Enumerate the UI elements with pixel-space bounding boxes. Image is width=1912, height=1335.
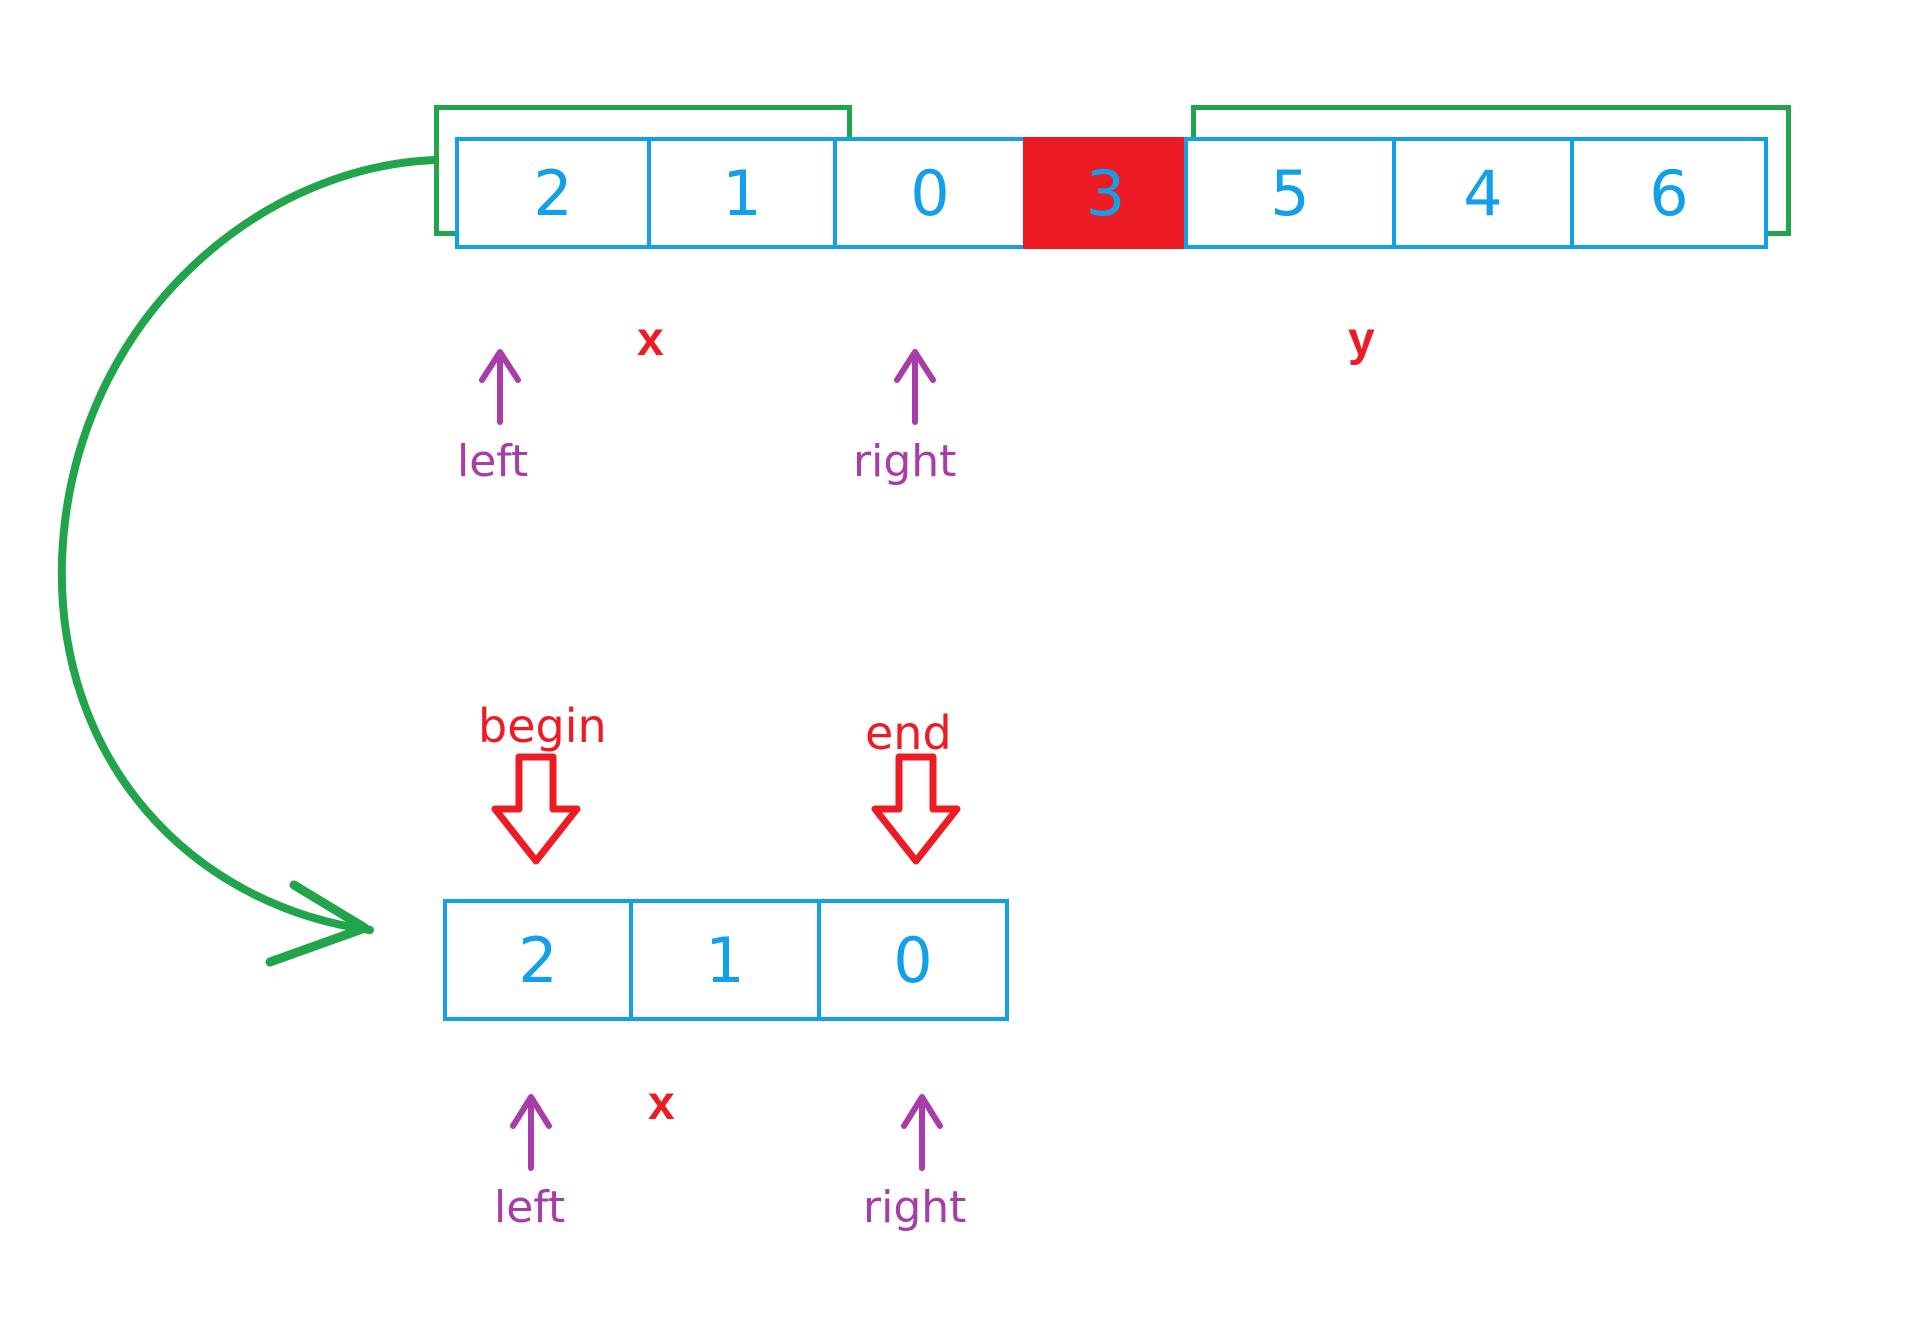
- copy-flow-curve-arrow: [57, 156, 438, 967]
- top-array: 2 1 0 3 5 4 6: [455, 137, 1768, 249]
- array-cell[interactable]: 2: [455, 137, 651, 249]
- array-cell[interactable]: 5: [1184, 137, 1396, 249]
- group-label-x-bottom: x: [648, 1077, 675, 1130]
- array-cell[interactable]: 1: [629, 899, 821, 1021]
- iterator-arrow-end: [871, 753, 961, 865]
- iterator-label-end: end: [865, 706, 952, 760]
- pointer-arrow-right-top: [894, 349, 936, 425]
- array-cell[interactable]: 6: [1570, 137, 1768, 249]
- pointer-arrow-right-bottom: [901, 1094, 943, 1171]
- array-cell[interactable]: 4: [1392, 137, 1574, 249]
- pointer-arrow-left-top: [479, 349, 521, 425]
- array-cell[interactable]: 0: [817, 899, 1009, 1021]
- pointer-label-left-bottom: left: [494, 1182, 566, 1233]
- iterator-arrow-begin: [491, 753, 581, 865]
- group-label-y-top: y: [1348, 313, 1375, 366]
- group-label-x-top: x: [637, 313, 664, 366]
- array-cell[interactable]: 0: [833, 137, 1027, 249]
- bottom-array: 2 1 0: [443, 899, 1009, 1021]
- array-cell-pivot[interactable]: 3: [1023, 137, 1188, 249]
- iterator-label-begin: begin: [478, 699, 607, 753]
- pointer-label-right-top: right: [853, 436, 957, 487]
- pointer-label-right-bottom: right: [863, 1182, 967, 1233]
- array-cell[interactable]: 1: [647, 137, 837, 249]
- array-cell[interactable]: 2: [443, 899, 633, 1021]
- pointer-label-left-top: left: [457, 436, 529, 487]
- pointer-arrow-left-bottom: [510, 1094, 552, 1171]
